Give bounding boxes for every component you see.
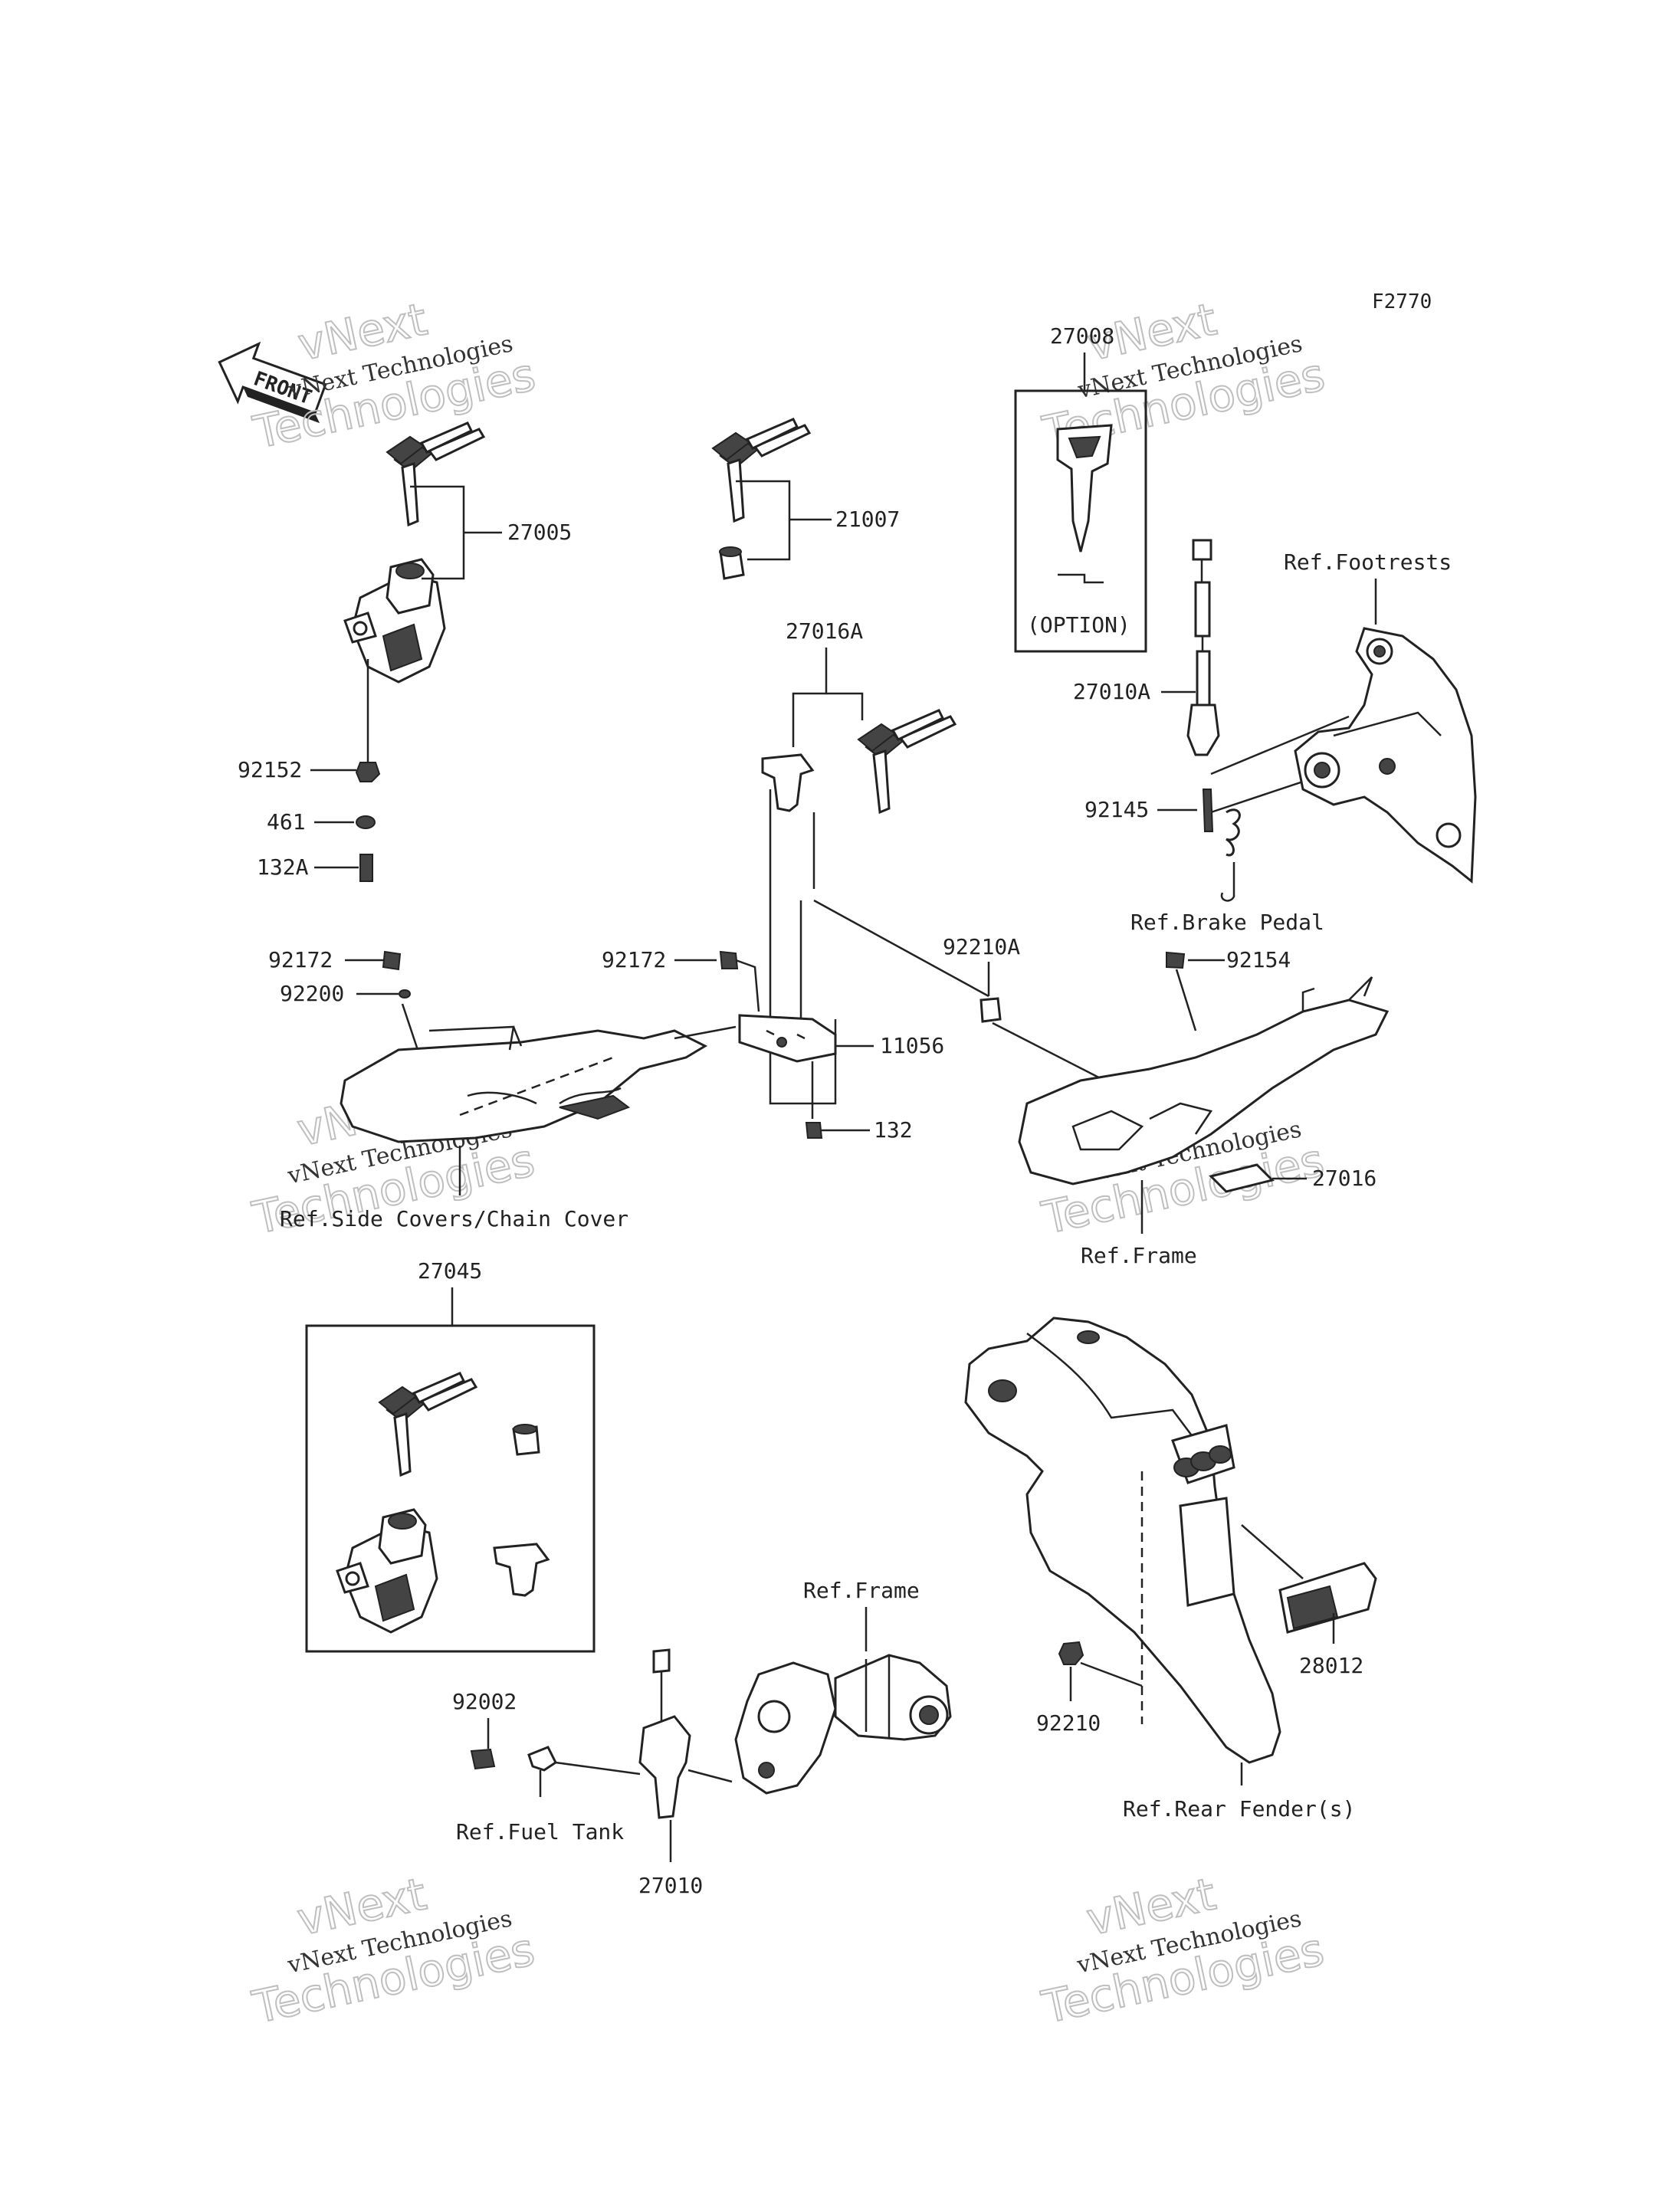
ref-side-covers: Ref.Side Covers/Chain Cover: [280, 1206, 628, 1231]
part-28012: 28012: [1299, 1653, 1363, 1678]
part-27008-option: (OPTION): [1027, 612, 1130, 638]
reflector-28012: 28012: [1278, 1562, 1377, 1678]
diagram-code: F2770: [1372, 290, 1432, 313]
lock-kit-27045: 27045: [305, 1258, 596, 1653]
part-27045: 27045: [418, 1258, 482, 1284]
rear-brake-switch-27010A: 27010A: [1073, 539, 1350, 814]
fastener-stack-left: 92152 461 132A: [238, 757, 381, 882]
part-461: 461: [267, 809, 306, 835]
part-92210: 92210: [1036, 1710, 1101, 1736]
part-132: 132: [874, 1117, 913, 1143]
ref-fuel-tank: Ref.Fuel Tank: [456, 1819, 624, 1844]
part-92002: 92002: [452, 1689, 517, 1714]
nut-92210: 92210: [1036, 1641, 1101, 1736]
part-92154: 92154: [1226, 947, 1291, 972]
fuel-switch-27010: 92002 Ref.Fuel Tank 27010: [452, 1648, 733, 1898]
part-92145: 92145: [1084, 797, 1149, 822]
ignition-key-set-27005: 27005: [343, 421, 572, 766]
key-blank-set-21007: 21007: [711, 418, 900, 580]
part-27005: 27005: [507, 520, 572, 545]
rear-fender: [964, 1317, 1304, 1764]
fasteners-mid: 92172 92210A: [602, 899, 1150, 1105]
part-11056: 11056: [880, 1033, 944, 1058]
footrest-bracket: Ref.Footrests: [1284, 549, 1477, 884]
bracket-11056: 11056 132: [738, 1014, 944, 1143]
ref-footrests: Ref.Footrests: [1284, 549, 1452, 575]
spring-92145: 92145 Ref.Brake Pedal: [1084, 789, 1324, 935]
watermark-bottom-right: vNext vNext Technologies Technologies: [1037, 1867, 1330, 2034]
option-key-27008: 27008 (OPTION): [1014, 323, 1147, 653]
part-21007: 21007: [835, 507, 900, 532]
ref-frame-right: Ref.Frame: [1081, 1243, 1197, 1268]
part-92152: 92152: [238, 757, 302, 782]
part-92200: 92200: [280, 981, 344, 1006]
part-132A: 132A: [257, 854, 309, 880]
part-92210A: 92210A: [943, 934, 1020, 959]
part-92172-mid: 92172: [602, 947, 666, 972]
seat-lock-set-27016A: 27016A: [761, 618, 956, 1105]
part-27016: 27016: [1312, 1166, 1376, 1191]
side-cover-left: 92172 92200 Ref.Side Covers/Chain Cover: [268, 947, 737, 1231]
ref-rear-fender: Ref.Rear Fender(s): [1123, 1796, 1355, 1822]
part-27008: 27008: [1050, 323, 1114, 349]
part-27010: 27010: [638, 1873, 703, 1898]
watermark-bottom-left: vNext vNext Technologies Technologies: [248, 1867, 540, 2034]
part-92172-left: 92172: [268, 947, 333, 972]
part-27010A: 27010A: [1073, 679, 1150, 704]
ref-frame-lower: Ref.Frame: [803, 1578, 920, 1603]
frame-rear-subframe: 92154 27016 Ref.Frame: [1018, 947, 1390, 1268]
watermark-top-left: vNext vNext Technologies Technologies: [248, 292, 541, 459]
ref-brake-pedal: Ref.Brake Pedal: [1130, 910, 1324, 935]
frame-head-tube: Ref.Frame: [734, 1578, 952, 1795]
part-27016A: 27016A: [786, 618, 863, 644]
